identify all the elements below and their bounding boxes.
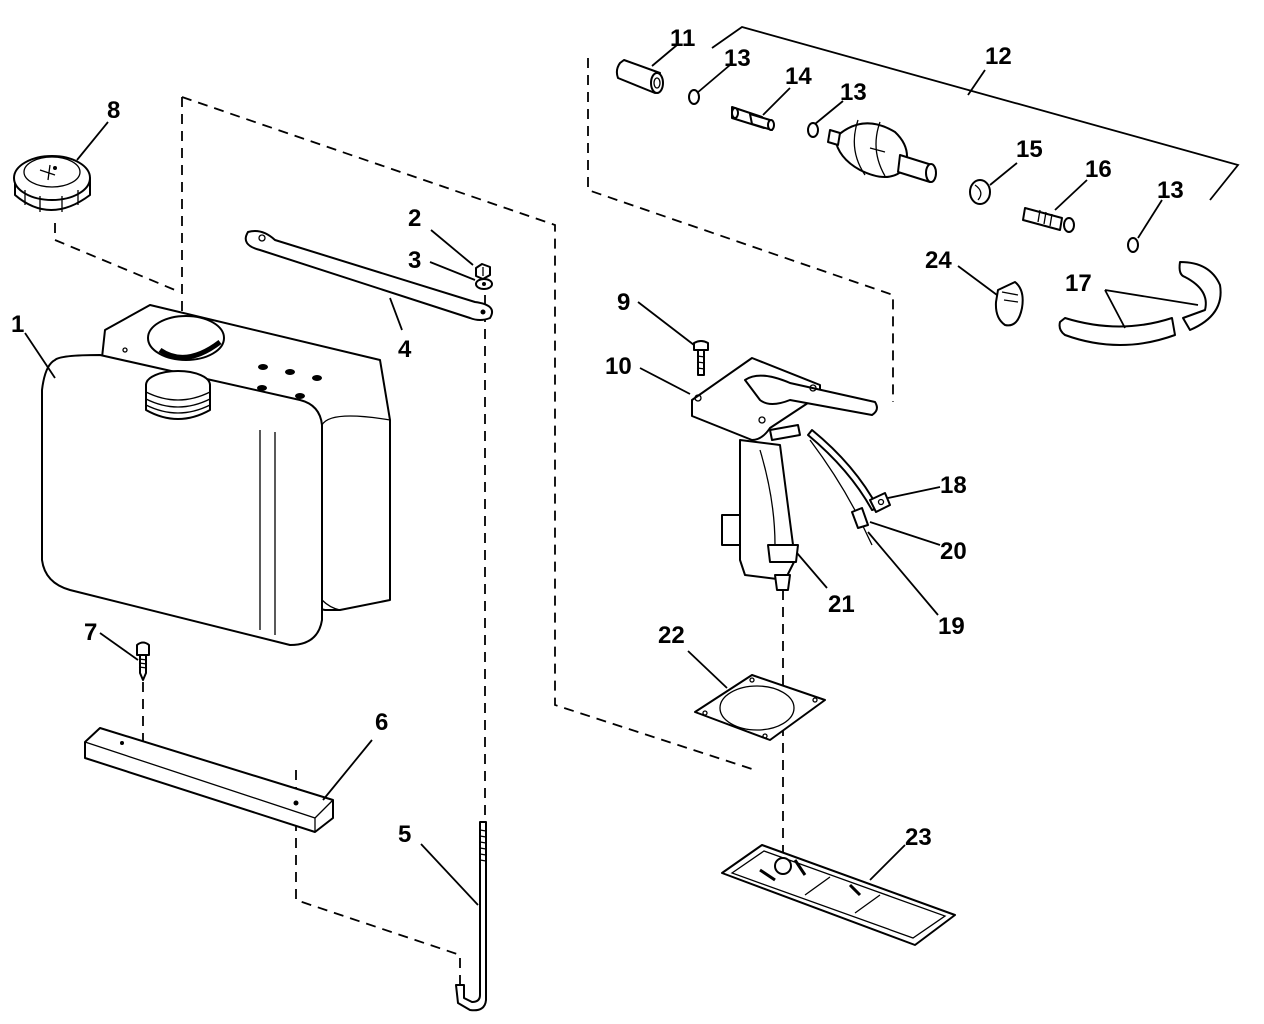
- connector-fitting: [1022, 207, 1075, 233]
- callout-12: 12: [985, 43, 1012, 70]
- primer-bulb: [827, 119, 937, 183]
- callout-13-c: 13: [1157, 177, 1184, 204]
- gasket: [694, 674, 826, 741]
- washer: [475, 278, 493, 290]
- callout-10: 10: [605, 353, 632, 380]
- callout-15: 15: [1016, 136, 1043, 163]
- clamp-15: [969, 179, 991, 205]
- fuel-gauge-pickup: [691, 357, 878, 591]
- j-bolt: [455, 821, 487, 1012]
- clamp-13-a: [688, 89, 700, 105]
- callout-19: 19: [938, 613, 965, 640]
- wire-leads: [807, 429, 891, 546]
- callout-2: 2: [408, 205, 421, 232]
- screw-9: [693, 340, 709, 376]
- nut: [475, 263, 491, 280]
- callout-13-b: 13: [840, 79, 867, 106]
- hose-connector: [615, 59, 664, 94]
- callout-23: 23: [905, 824, 932, 851]
- callout-1: 1: [11, 311, 24, 338]
- filler-cap: [13, 155, 91, 212]
- callout-4: 4: [398, 336, 412, 363]
- clamp-13-b: [807, 122, 819, 138]
- callout-14: 14: [785, 63, 812, 90]
- hose-clamp-24: [994, 281, 1024, 327]
- callout-7: 7: [84, 619, 97, 646]
- callout-21: 21: [828, 591, 855, 618]
- callout-11: 11: [670, 25, 695, 52]
- bracket-channel: [84, 727, 334, 833]
- callout-16: 16: [1085, 156, 1112, 183]
- callout-18: 18: [940, 472, 967, 499]
- leader-lines: [24, 26, 1240, 906]
- callout-8: 8: [107, 97, 120, 124]
- hose-17: [1058, 261, 1222, 346]
- callout-3: 3: [408, 247, 421, 274]
- screw-7: [136, 641, 150, 681]
- callout-5: 5: [398, 821, 411, 848]
- callout-20: 20: [940, 538, 967, 565]
- callout-9: 9: [617, 289, 630, 316]
- check-valve: [731, 106, 775, 131]
- callout-22: 22: [658, 622, 685, 649]
- callout-6: 6: [375, 709, 388, 736]
- callout-labels: 1 2 3 4 5 6 7 8 9 10 11 12 13 13 13 14 1…: [11, 25, 1184, 851]
- callout-17: 17: [1065, 270, 1092, 297]
- callout-13-a: 13: [724, 45, 751, 72]
- clamp-13-c: [1127, 237, 1139, 253]
- strap: [244, 230, 494, 321]
- callout-24: 24: [925, 247, 952, 274]
- filter-screen: [721, 844, 956, 946]
- fuel-tank: [41, 304, 391, 646]
